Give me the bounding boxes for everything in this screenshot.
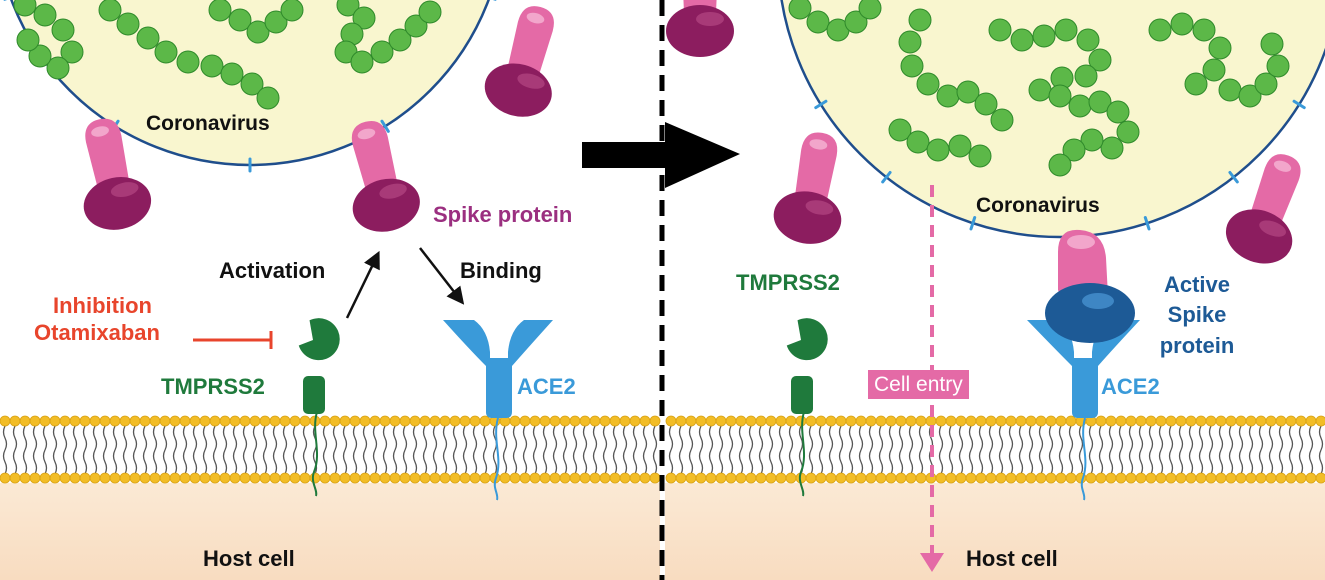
activation-arrow	[345, 250, 380, 319]
spike-proteins	[83, 0, 1301, 264]
rna-strands	[13, 0, 1290, 177]
active-spike-label: Active Spike protein	[1137, 270, 1257, 361]
activation-label: Activation	[219, 258, 326, 283]
binding-label: Binding	[460, 258, 542, 283]
host-cell-label-right: Host cell	[966, 546, 1058, 571]
virus-label-right: Coronavirus	[976, 194, 1100, 217]
inhibition-marker	[193, 331, 273, 349]
tmprss2-label-right: TMPRSS2	[736, 270, 840, 295]
active-spike-protein	[1045, 229, 1135, 343]
active-spike-head	[1045, 283, 1135, 343]
host-cell-label-left: Host cell	[203, 546, 295, 571]
binding-arrow	[419, 247, 465, 305]
inhibition-label: Inhibition	[53, 293, 152, 318]
spike-protein-label: Spike protein	[433, 202, 573, 227]
active-spike-label-line3: protein	[1159, 332, 1235, 358]
ace2-label-right: ACE2	[1101, 374, 1160, 399]
cell-entry-label: Cell entry	[868, 370, 969, 399]
cell-membrane	[0, 411, 1325, 484]
ace2-receptor-left	[443, 320, 553, 501]
virus-label-left: Coronavirus	[146, 112, 270, 135]
ace2-receptor-right	[1027, 320, 1140, 501]
tmprss2-receptor-right	[786, 318, 828, 497]
tmprss2-label-left: TMPRSS2	[161, 374, 265, 399]
otamixaban-label: Otamixaban	[34, 320, 160, 345]
tmprss2-receptor-left	[298, 318, 340, 497]
host-cell-left	[0, 478, 660, 580]
host-cell-right	[665, 478, 1325, 580]
active-spike-label-line1: Active	[1163, 272, 1231, 297]
active-spike-label-line2: Spike	[1167, 302, 1227, 328]
ace2-label-left: ACE2	[517, 374, 576, 399]
